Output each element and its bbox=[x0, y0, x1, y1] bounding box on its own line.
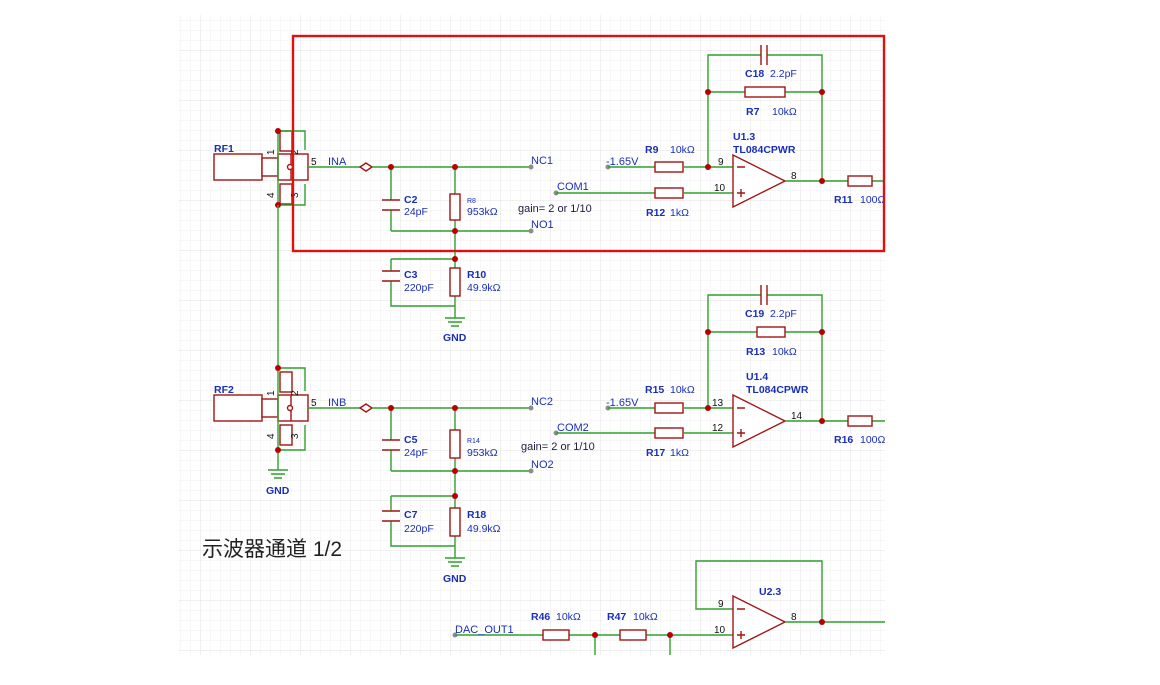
r13-value: 10kΩ bbox=[772, 346, 797, 358]
u14-ref: U1.4 bbox=[746, 371, 768, 383]
r47-value: 10kΩ bbox=[633, 611, 658, 623]
r17-value: 1kΩ bbox=[670, 447, 689, 459]
no2-label: NO2 bbox=[531, 459, 554, 471]
r47-ref: R47 bbox=[607, 611, 626, 623]
channel-2: RF2 1 2 3 4 5 GND INB NC2 C5 24pF R14 95… bbox=[213, 285, 886, 585]
opamp-u23[interactable] bbox=[732, 594, 787, 650]
r13-ref: R13 bbox=[746, 346, 765, 358]
u13-pin-neg: 9 bbox=[718, 157, 724, 168]
c5-value: 24pF bbox=[404, 447, 428, 459]
c3-ref: C3 bbox=[404, 269, 418, 281]
gain-note-2: gain= 2 or 1/10 bbox=[521, 441, 595, 453]
c5-ref: C5 bbox=[404, 434, 418, 446]
u23-pin-neg: 9 bbox=[718, 599, 724, 610]
r12-value: 1kΩ bbox=[670, 207, 689, 219]
r12-ref: R12 bbox=[646, 207, 665, 219]
r14-ref: R14 bbox=[467, 438, 480, 445]
u13-pin-pos: 10 bbox=[714, 183, 726, 194]
c18-ref: C18 bbox=[745, 68, 764, 80]
gnd-label-rf2: GND bbox=[266, 485, 290, 497]
rf2-pin5: 5 bbox=[311, 398, 317, 409]
u13-pin-out: 8 bbox=[791, 171, 797, 182]
gain-note-1: gain= 2 or 1/10 bbox=[518, 203, 592, 215]
c19-ref: C19 bbox=[745, 308, 764, 320]
rf2-pin4: 4 bbox=[266, 433, 277, 439]
rf2-pin2: 2 bbox=[290, 390, 301, 396]
r15-value: 10kΩ bbox=[670, 384, 695, 396]
rf1-pin5: 5 bbox=[311, 157, 317, 168]
dac-label: DAC_OUT1 bbox=[455, 624, 514, 636]
c3-value: 220pF bbox=[404, 282, 434, 294]
rf1-pin1: 1 bbox=[266, 149, 277, 155]
r16-value: 100Ω bbox=[860, 434, 886, 446]
r7-value: 10kΩ bbox=[772, 106, 797, 118]
c2-ref: C2 bbox=[404, 194, 418, 206]
rf1-pin4: 4 bbox=[266, 192, 277, 198]
u13-ref: U1.3 bbox=[733, 131, 755, 143]
u23-pin-pos: 10 bbox=[714, 625, 726, 636]
rf1-label: RF1 bbox=[214, 143, 234, 155]
u14-pin-out: 14 bbox=[791, 411, 803, 422]
r10-value: 49.9kΩ bbox=[467, 282, 501, 294]
rf2-pin3: 3 bbox=[290, 433, 301, 439]
rf2-label: RF2 bbox=[214, 384, 234, 396]
r18-value: 49.9kΩ bbox=[467, 523, 501, 535]
r17-ref: R17 bbox=[646, 447, 665, 459]
u14-pin-neg: 13 bbox=[712, 398, 724, 409]
r9-ref: R9 bbox=[645, 144, 659, 156]
rf2-pin1: 1 bbox=[266, 390, 277, 396]
gnd-symbol-1 bbox=[445, 317, 465, 327]
r18-ref: R18 bbox=[467, 509, 486, 521]
r46-ref: R46 bbox=[531, 611, 550, 623]
com2-label: COM2 bbox=[557, 422, 589, 434]
r11-ref: R11 bbox=[834, 194, 853, 206]
u23-ref: U2.3 bbox=[759, 586, 781, 598]
u14-part: TL084CPWR bbox=[746, 384, 809, 396]
c2-value: 24pF bbox=[404, 206, 428, 218]
r10-ref: R10 bbox=[467, 269, 486, 281]
r15-ref: R15 bbox=[645, 384, 664, 396]
r9-value: 10kΩ bbox=[670, 144, 695, 156]
ina-label: INA bbox=[328, 156, 347, 168]
r16-ref: R16 bbox=[834, 434, 853, 446]
u13-part: TL084CPWR bbox=[733, 144, 796, 156]
com1-label: COM1 bbox=[557, 181, 589, 193]
gnd-label-1: GND bbox=[443, 332, 467, 344]
rf1-pin3: 3 bbox=[290, 192, 301, 198]
neg1-label: -1.65V bbox=[606, 156, 639, 168]
nc2-label: NC2 bbox=[531, 396, 553, 408]
rf1-pin2: 2 bbox=[290, 149, 301, 155]
opamp-u14[interactable] bbox=[732, 393, 787, 449]
r8-ref: R8 bbox=[467, 198, 476, 205]
u14-pin-pos: 12 bbox=[712, 423, 724, 434]
nc1-label: NC1 bbox=[531, 155, 553, 167]
rf2-connector[interactable] bbox=[213, 371, 309, 446]
gnd-symbol-2 bbox=[445, 557, 465, 567]
c19-value: 2.2pF bbox=[770, 308, 797, 320]
no1-label: NO1 bbox=[531, 219, 554, 231]
gnd-symbol-rf2 bbox=[268, 469, 288, 479]
gnd-label-2: GND bbox=[443, 573, 467, 585]
r14-value: 953kΩ bbox=[467, 447, 498, 459]
dac-buffer: DAC_OUT1 R46 10kΩ R47 10kΩ U2.3 9 10 8 bbox=[452, 560, 885, 655]
inb-label: INB bbox=[328, 397, 346, 409]
r46-value: 10kΩ bbox=[556, 611, 581, 623]
c7-ref: C7 bbox=[404, 509, 418, 521]
opamp-u13[interactable] bbox=[732, 153, 787, 209]
r11-value: 100Ω bbox=[860, 194, 886, 206]
channel-1: RF1 1 2 3 4 5 INA NC1 C2 24pF R8 953kΩ N… bbox=[213, 45, 886, 344]
u23-pin-out: 8 bbox=[791, 612, 797, 623]
c7-value: 220pF bbox=[404, 523, 434, 535]
c18-value: 2.2pF bbox=[770, 68, 797, 80]
r7-ref: R7 bbox=[746, 106, 760, 118]
section-title: 示波器通道 1/2 bbox=[202, 538, 342, 561]
r8-value: 953kΩ bbox=[467, 206, 498, 218]
highlight-box bbox=[291, 34, 886, 253]
neg2-label: -1.65V bbox=[606, 397, 639, 409]
